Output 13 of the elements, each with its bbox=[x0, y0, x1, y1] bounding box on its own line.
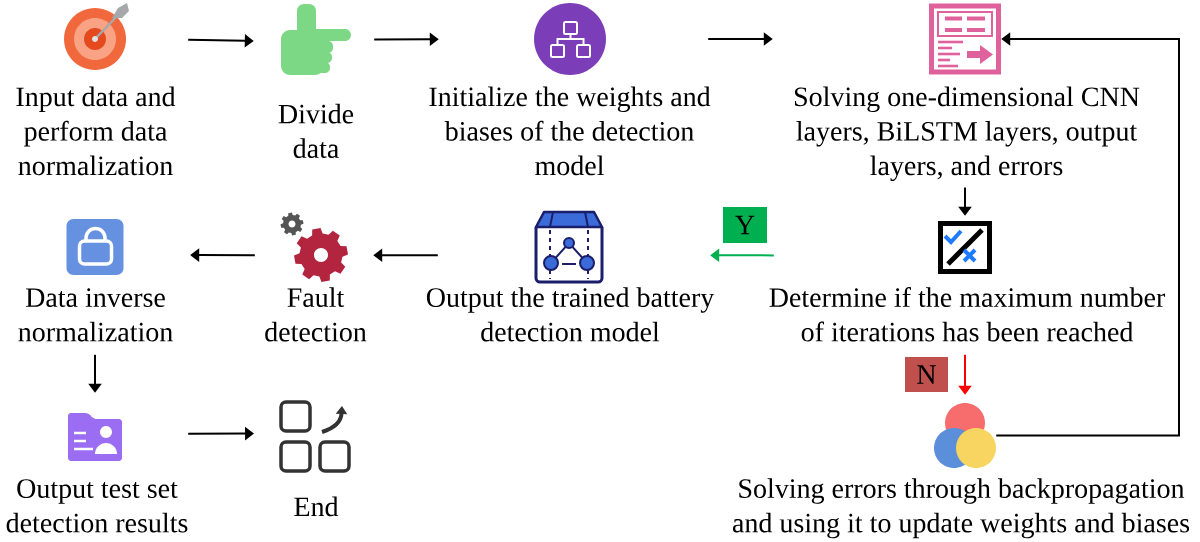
edge-label: N bbox=[905, 357, 948, 392]
step-label: Solving one-dimensional CNN layers, BiLSTM layers, output layers, and errors bbox=[794, 86, 1140, 182]
step-label: Solving errors through backpropagation and using it to update weights and biases bbox=[733, 478, 1190, 539]
step-label: Data inverse normalization bbox=[18, 288, 173, 342]
step-label: Divide data bbox=[278, 103, 354, 158]
step-label: End bbox=[294, 496, 339, 517]
step-label: Input data and perform data normalization bbox=[16, 86, 176, 176]
edge-label: Y bbox=[723, 207, 767, 243]
step-label: Determine if the maximum number of iterations has been reached bbox=[769, 287, 1166, 342]
step-label: Output test set detection results bbox=[6, 479, 188, 533]
step-label: Initialize the weights and biases of the detection model bbox=[429, 86, 711, 176]
step-label: Fault detection bbox=[265, 287, 367, 342]
step-label: Output the trained battery detection model bbox=[426, 287, 715, 342]
